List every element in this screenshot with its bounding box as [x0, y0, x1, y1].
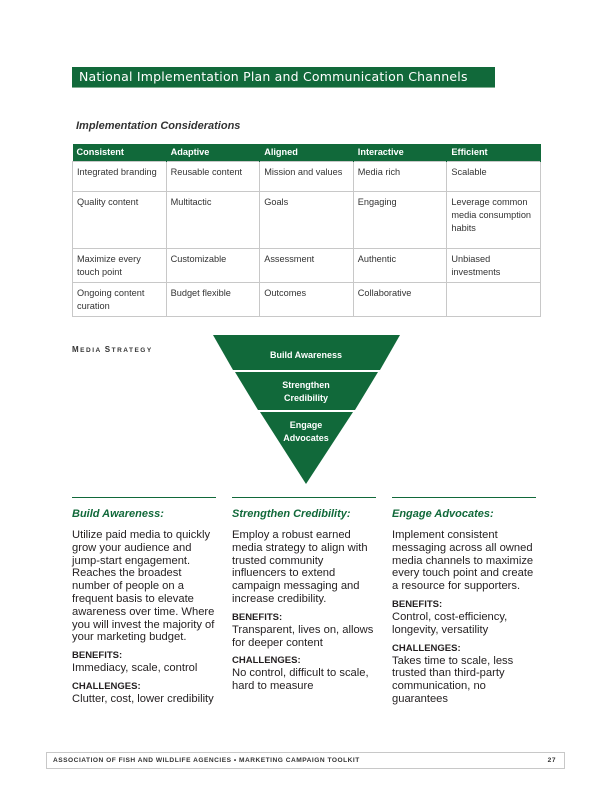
build-awareness-column: Build Awareness: Utilize paid media to q…	[72, 497, 216, 706]
column-body: Implement consistent messaging across al…	[392, 529, 534, 593]
table-cell: Integrated branding	[72, 160, 167, 192]
page-number: 27	[547, 757, 556, 764]
table-header: Adaptive	[166, 144, 261, 161]
funnel-label: Advocates	[283, 433, 329, 443]
challenges-label: CHALLENGES:	[392, 642, 461, 654]
table-header-row: Consistent Adaptive Aligned Interactive …	[72, 144, 541, 161]
column-heading: Engage Advocates:	[392, 508, 494, 520]
table-cell: Leverage common media consumption habits	[446, 190, 541, 249]
page-footer: ASSOCIATION OF FISH AND WILDLIFE AGENCIE…	[46, 752, 565, 769]
considerations-table: Consistent Adaptive Aligned Interactive …	[72, 144, 541, 317]
table-cell: Outcomes	[259, 281, 354, 317]
funnel-band-engage-advocates	[260, 412, 353, 484]
media-strategy-label: MEDIA STRATEGY	[72, 345, 153, 354]
benefits-label: BENEFITS:	[392, 598, 443, 610]
funnel-label: Build Awareness	[270, 350, 342, 360]
table-cell: Mission and values	[259, 160, 354, 192]
funnel-label: Strengthen	[282, 380, 330, 390]
table-header: Aligned	[259, 144, 354, 161]
table-header: Consistent	[72, 144, 167, 161]
table-cell: Customizable	[165, 247, 261, 283]
table-cell: Maximize every touch point	[72, 247, 167, 283]
section-subtitle: Implementation Considerations	[76, 120, 241, 132]
funnel-label: Engage	[290, 420, 323, 430]
benefits-label: BENEFITS:	[72, 650, 123, 662]
strengthen-credibility-column: Strengthen Credibility: Employ a robust …	[232, 497, 376, 693]
footer-text: ASSOCIATION OF FISH AND WILDLIFE AGENCIE…	[53, 757, 360, 764]
benefits-text: Control, cost-efficiency, longevity, ver…	[392, 610, 508, 636]
table-cell: Scalable	[446, 160, 541, 192]
column-heading: Strengthen Credibility:	[232, 508, 351, 520]
table-cell: Goals	[259, 190, 354, 249]
benefits-label: BENEFITS:	[232, 611, 283, 623]
challenges-text: Clutter, cost, lower credibility	[72, 692, 214, 705]
benefits-text: Immediacy, scale, control	[72, 662, 198, 675]
table-cell	[446, 281, 541, 317]
table-cell: Collaborative	[352, 281, 448, 317]
funnel-band-strengthen-credibility	[235, 372, 378, 410]
table-cell: Ongoing content curation	[72, 281, 167, 317]
table-header: Efficient	[446, 144, 541, 161]
table-cell: Quality content	[72, 190, 167, 249]
challenges-label: CHALLENGES:	[72, 680, 141, 692]
challenges-label: CHALLENGES:	[232, 655, 301, 667]
table-cell: Engaging	[352, 190, 448, 249]
table-header: Interactive	[353, 144, 448, 161]
table-cell: Multitactic	[165, 190, 261, 249]
page-title: National Implementation Plan and Communi…	[72, 67, 495, 87]
challenges-text: No control, difficult to scale, hard to …	[232, 667, 369, 693]
challenges-text: Takes time to scale, less trusted than t…	[392, 654, 514, 705]
funnel-band-build-awareness	[213, 335, 400, 370]
column-heading: Build Awareness:	[72, 508, 164, 520]
funnel-label: Credibility	[284, 393, 328, 403]
engage-advocates-column: Engage Advocates: Implement consistent m…	[392, 497, 536, 706]
table-cell: Media rich	[352, 160, 448, 192]
column-body: Employ a robust earned media strategy to…	[232, 529, 368, 605]
benefits-text: Transparent, lives on, allows for deeper…	[232, 623, 374, 649]
column-body: Utilize paid media to quickly grow your …	[72, 529, 215, 644]
table-cell: Budget flexible	[165, 281, 261, 317]
